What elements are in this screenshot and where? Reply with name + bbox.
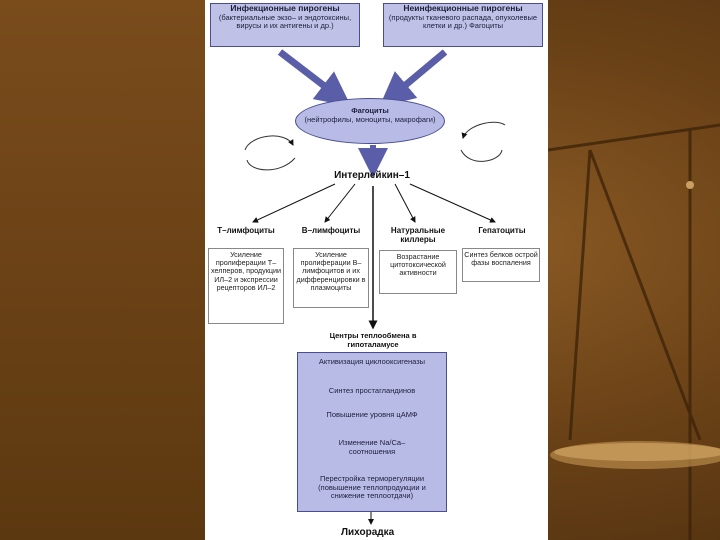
infectious-pyrogens-title: Инфекционные пирогены bbox=[230, 3, 340, 13]
cascade-box: Активизация циклооксигеназы Синтез прост… bbox=[297, 352, 447, 512]
cascade-step-4: Изменение Na/Ca–соотношения bbox=[338, 438, 406, 456]
hepatocytes-label: Гепатоциты bbox=[478, 226, 526, 235]
cascade-step-2: Синтез простагландинов bbox=[328, 386, 416, 395]
thermo-center-label: Центры теплообмена в гипоталамусе bbox=[329, 331, 417, 349]
cascade-step-1: Активизация циклооксигеназы bbox=[318, 357, 426, 366]
cascade-step-3: Повышение уровня цАМФ bbox=[326, 410, 418, 419]
fever-result-label: Лихорадка bbox=[341, 527, 395, 538]
left-background-panel bbox=[0, 0, 205, 540]
cascade-step-5: Перестройка терморегуляции (повышение те… bbox=[318, 474, 426, 500]
phagocytes-ellipse: Фагоциты (нейтрофилы, моноциты, макрофаг… bbox=[295, 98, 445, 144]
noninfectious-pyrogens-box: Неинфекционные пирогены (продукты тканев… bbox=[383, 3, 543, 47]
infectious-pyrogens-box: Инфекционные пирогены (бактериальные экз… bbox=[210, 3, 360, 47]
noninfectious-pyrogens-title: Неинфекционные пирогены bbox=[403, 3, 523, 13]
nk-cells-label: Натуральные киллеры bbox=[390, 226, 446, 244]
interleukin-1-label: Интерлейкин–1 bbox=[334, 170, 410, 181]
diagram-slide: Инфекционные пирогены (бактериальные экз… bbox=[205, 0, 548, 540]
hepatocytes-effect-box: Синтез белков острой фазы воспаления bbox=[462, 248, 540, 282]
phagocytes-title: Фагоциты bbox=[351, 106, 389, 115]
b-lymphocytes-label: В–лимфоциты bbox=[301, 226, 361, 235]
noninfectious-pyrogens-text: (продукты тканевого распада, опухолевые … bbox=[388, 12, 538, 30]
t-lymphocytes-effect-box: Усиление пролиферации Т–хелперов, продук… bbox=[208, 248, 284, 324]
diagram-arrows bbox=[244, 49, 506, 525]
nk-cells-effect-box: Возрастание цитотоксической активности bbox=[379, 250, 457, 294]
b-lymphocytes-effect-box: Усиление пролиферации В–лимфоцитов и их … bbox=[293, 248, 369, 308]
t-lymphocytes-label: Т–лимфоциты bbox=[217, 226, 275, 235]
phagocytes-text: (нейтрофилы, моноциты, макрофаги) bbox=[304, 114, 436, 124]
infectious-pyrogens-text: (бактериальные экзо– и эндотоксины, виру… bbox=[218, 12, 352, 30]
